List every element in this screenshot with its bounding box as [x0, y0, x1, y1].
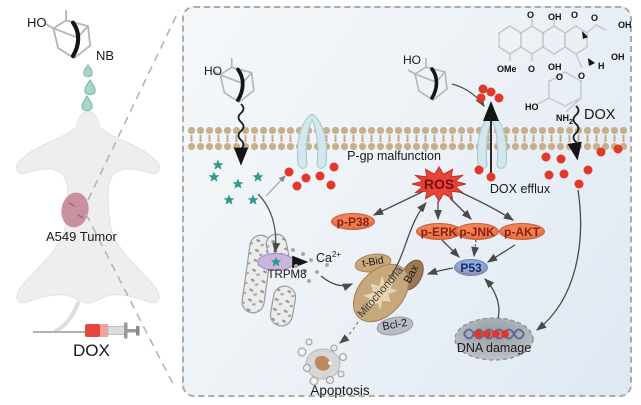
signaling-arrows	[320, 189, 582, 344]
apoptosis-label: Apoptosis	[310, 383, 370, 398]
atom-label: OH	[548, 62, 562, 72]
dox-entry-arrow	[567, 105, 582, 161]
ho-label-nb-right: HO	[403, 53, 421, 67]
membrane-inner-leaflet	[187, 142, 627, 151]
ho-label-left-panel: HO	[27, 15, 47, 30]
atom-label: O	[578, 71, 586, 81]
nb-label: NB	[96, 48, 115, 63]
erk-to-p53-arrow	[441, 239, 460, 258]
dna-damage-icon	[454, 317, 534, 361]
atom-label: NH2	[556, 114, 573, 126]
ho-label-nb-left: HO	[204, 64, 222, 78]
p-jnk-node: p-JNK	[455, 223, 499, 240]
zoom-connector-lines	[85, 9, 180, 389]
p-p38-node: p-P38	[331, 213, 375, 230]
syringe-icon	[33, 322, 140, 339]
membrane-outer-leaflet	[187, 126, 627, 135]
cell-membrane	[187, 126, 627, 151]
atom-label: O	[571, 10, 579, 20]
atom-label: OH	[618, 20, 632, 30]
wedge-bond	[582, 31, 588, 39]
ros-to-p38-arrow	[372, 191, 423, 216]
bcl2-oval	[376, 316, 414, 336]
calcium-ions	[291, 248, 329, 283]
atom-label: O	[556, 72, 564, 82]
atom-label: H	[598, 61, 605, 71]
dox-structure-label: DOX	[584, 107, 616, 123]
atom-label: HO	[525, 102, 539, 112]
wedge-bond	[588, 58, 595, 66]
ros-label: ROS	[423, 176, 455, 192]
atom-label-sub: 2	[569, 118, 573, 126]
dox-efflux-label: DOX efflux	[489, 182, 551, 196]
membrane-tails	[187, 135, 627, 142]
mito-to-apoptosis-arrow	[338, 321, 359, 344]
apoptosis-icon	[297, 338, 347, 386]
dox-syringe-label: DOX	[73, 341, 110, 360]
calcium-label: Ca2+	[316, 251, 341, 265]
atom-label: O	[528, 64, 536, 74]
atom-label: NH	[556, 113, 569, 123]
nb-to-dox-arrow	[265, 175, 286, 197]
nb-droplets	[81, 64, 96, 112]
p-akt-node: p-AKT	[499, 223, 545, 240]
cell-panel: HO HO P-gp malfunction DOX efflux DOX RO…	[182, 6, 632, 397]
ros-burst	[411, 166, 467, 202]
nb-molecules	[208, 159, 264, 205]
pgp-malfunction-label: P-gp malfunction	[347, 149, 441, 163]
nb-structure	[45, 10, 90, 58]
calcium-base: Ca	[316, 251, 332, 266]
p53-to-bax-arrow	[426, 267, 454, 275]
dna-to-p53-arrow	[484, 278, 500, 319]
ros-to-jnk-arrow	[449, 197, 472, 220]
pgp-channel-left	[296, 113, 328, 169]
pathway-graphics	[208, 19, 623, 386]
jnk-to-p53-arrow	[471, 239, 479, 258]
calcium-to-mito-arrow	[320, 275, 354, 291]
akt-to-p53-arrow	[486, 244, 516, 263]
tumor-icon	[61, 192, 89, 228]
mito-to-ros-arrow	[390, 202, 427, 277]
atom-label: OMe	[497, 64, 517, 74]
dox-to-dna-arrow	[535, 189, 582, 331]
dna-damage-sites	[474, 330, 509, 338]
dox-molecules	[284, 84, 623, 191]
nb-to-trpm8-arrow	[257, 193, 281, 254]
trpm8-label: TRPM8	[267, 269, 307, 281]
atom-label: OH	[548, 12, 562, 22]
nb-entry-arrow	[233, 103, 249, 166]
calcium-sup: 2+	[331, 250, 342, 259]
atom-label: O	[527, 10, 535, 20]
p-erk-node: p-ERK	[416, 223, 462, 240]
atom-label: O	[591, 13, 599, 23]
mitochondria-icon	[352, 253, 424, 336]
trpm8-complex	[241, 233, 329, 327]
tumor-label: A549 Tumor	[46, 229, 117, 244]
nb-blocks-pgp-arrow	[451, 83, 485, 108]
mouse-tail	[54, 301, 80, 333]
dox-structure	[498, 19, 607, 113]
ros-to-akt-arrow	[459, 191, 515, 221]
dna-damage-label: DNA damage	[456, 341, 532, 355]
atom-label: OH	[611, 52, 625, 62]
mouse-silhouette	[15, 110, 161, 333]
p53-node: P53	[454, 259, 488, 276]
